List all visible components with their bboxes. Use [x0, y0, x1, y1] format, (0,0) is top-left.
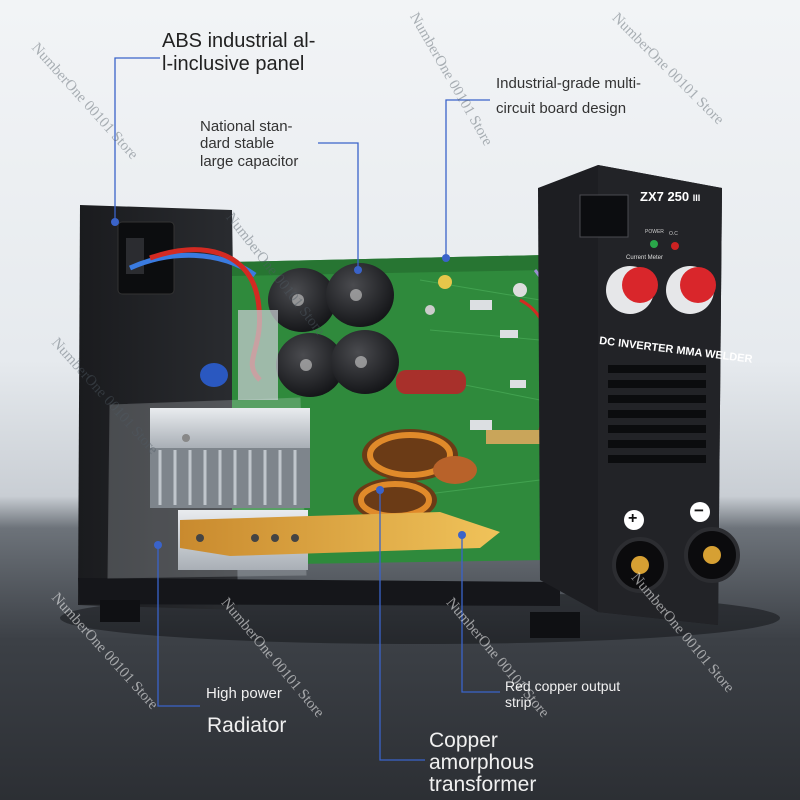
circuit-board — [232, 255, 548, 565]
current-knob — [622, 267, 658, 303]
vent-grille — [608, 365, 706, 463]
plus-terminal-symbol: + — [628, 510, 638, 527]
copper-strip — [180, 512, 500, 556]
capacitor-group — [268, 263, 399, 397]
transformer — [353, 429, 477, 522]
minus-terminal-symbol: − — [694, 501, 704, 520]
circuit-board-label: Industrial-grade multi-circuit board des… — [496, 75, 642, 117]
output-sockets — [612, 527, 740, 593]
led-label-oc: O.C — [669, 231, 678, 237]
plus-terminal-symbol-bg — [624, 510, 644, 530]
minus-terminal-symbol-bg — [690, 502, 710, 522]
model-badge: ZX7 250 III — [640, 189, 701, 204]
led-label-power: POWER — [645, 229, 664, 235]
knob-label: Current Meter — [626, 255, 664, 261]
display — [579, 194, 629, 238]
radiator-label: Radiator — [207, 714, 287, 737]
arc-force-knob — [680, 267, 716, 303]
abs-panel-label: ABS industrial al-l-inclusive panel — [162, 30, 316, 75]
radiator-label-small: High power — [206, 685, 282, 702]
rear-panel — [78, 205, 238, 610]
